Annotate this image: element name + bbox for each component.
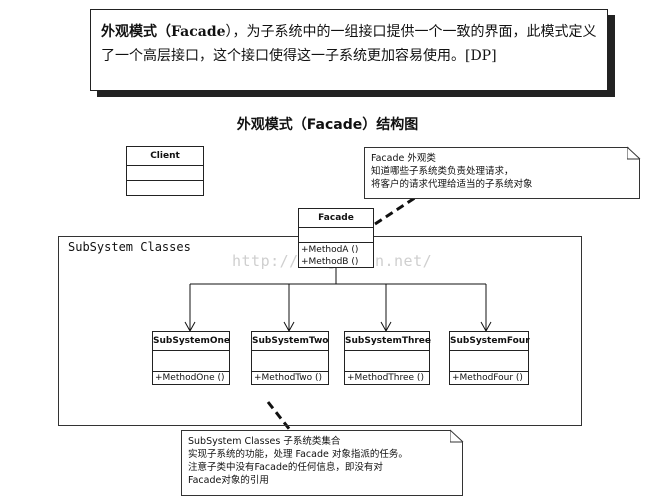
facade-note-line: 知道哪些子系统类负责处理请求， (371, 166, 514, 177)
subsystem-note-line: Facade对象的引用 (188, 475, 269, 486)
subsystem-operation: +MethodThree () (347, 373, 424, 383)
subsystem-operation: +MethodFour () (452, 373, 523, 383)
subsystem-attributes (153, 351, 229, 372)
client-operations (127, 181, 203, 195)
subsystem-operation: +MethodTwo () (254, 373, 323, 383)
definition-lead: 外观模式（ (101, 24, 171, 40)
subsystem-operations: +MethodThree () (345, 372, 429, 384)
subsystem-operations: +MethodOne () (153, 372, 229, 384)
subsystem-attributes (450, 351, 528, 372)
facade-operation: +MethodA () (301, 245, 359, 255)
definition-term: Facade (171, 24, 226, 40)
facade-note-line: 将客户的请求代理给适当的子系统对象 (371, 179, 533, 190)
subsystem-operations: +MethodFour () (450, 372, 528, 384)
facade-attributes (299, 228, 373, 243)
facade-operation: +MethodB () (301, 257, 359, 267)
client-class: Client (126, 146, 204, 196)
definition-text: ），为子系统中的一组接口提供一个一致的界面，此模式定义了一个高层接口，这个接口使… (101, 24, 597, 64)
subsystem-class-name: SubSystemThree (345, 332, 431, 351)
subsystem-attributes (345, 351, 429, 372)
diagram-title: 外观模式（Facade）结构图 (236, 117, 419, 133)
subsystem-note: SubSystem Classes 子系统类集合 实现子系统的功能，处理 Fac… (181, 430, 463, 496)
subsystem-two-class: SubSystemTwo +MethodTwo () (251, 331, 329, 385)
facade-operations: +MethodA () +MethodB () (299, 243, 373, 268)
facade-class-name: Facade (299, 209, 373, 228)
client-attributes (127, 166, 203, 181)
subsystem-class-name: SubSystemTwo (252, 332, 328, 351)
subsystem-frame-label: SubSystem Classes (68, 240, 191, 254)
subsystem-note-line: 注意子类中没有Facade的任何信息，即没有对 (188, 462, 383, 473)
subsystem-note-line: 实现子系统的功能，处理 Facade 对象指派的任务。 (188, 449, 408, 460)
subsystem-three-class: SubSystemThree +MethodThree () (344, 331, 431, 385)
subsystem-note-fold-icon (450, 429, 464, 443)
subsystem-attributes (252, 351, 328, 372)
subsystem-class-name: SubSystemFour (450, 332, 530, 351)
facade-note: Facade 外观类 知道哪些子系统类负责处理请求， 将客户的请求代理给适当的子… (364, 147, 640, 199)
facade-note-anchor (374, 188, 428, 226)
definition-box: 外观模式（Facade），为子系统中的一组接口提供一个一致的界面，此模式定义了一… (90, 9, 608, 91)
facade-class: Facade +MethodA () +MethodB () (298, 208, 374, 268)
subsystem-note-line: SubSystem Classes 子系统类集合 (188, 436, 341, 447)
subsystem-operation: +MethodOne () (155, 373, 225, 383)
facade-note-line: Facade 外观类 (371, 153, 436, 164)
facade-note-fold-icon (627, 146, 641, 160)
subsystem-operations: +MethodTwo () (252, 372, 328, 384)
subsystem-one-class: SubSystemOne +MethodOne () (152, 331, 230, 385)
subsystem-four-class: SubSystemFour +MethodFour () (449, 331, 530, 385)
client-class-name: Client (127, 147, 203, 166)
subsystem-class-name: SubSystemOne (153, 332, 230, 351)
